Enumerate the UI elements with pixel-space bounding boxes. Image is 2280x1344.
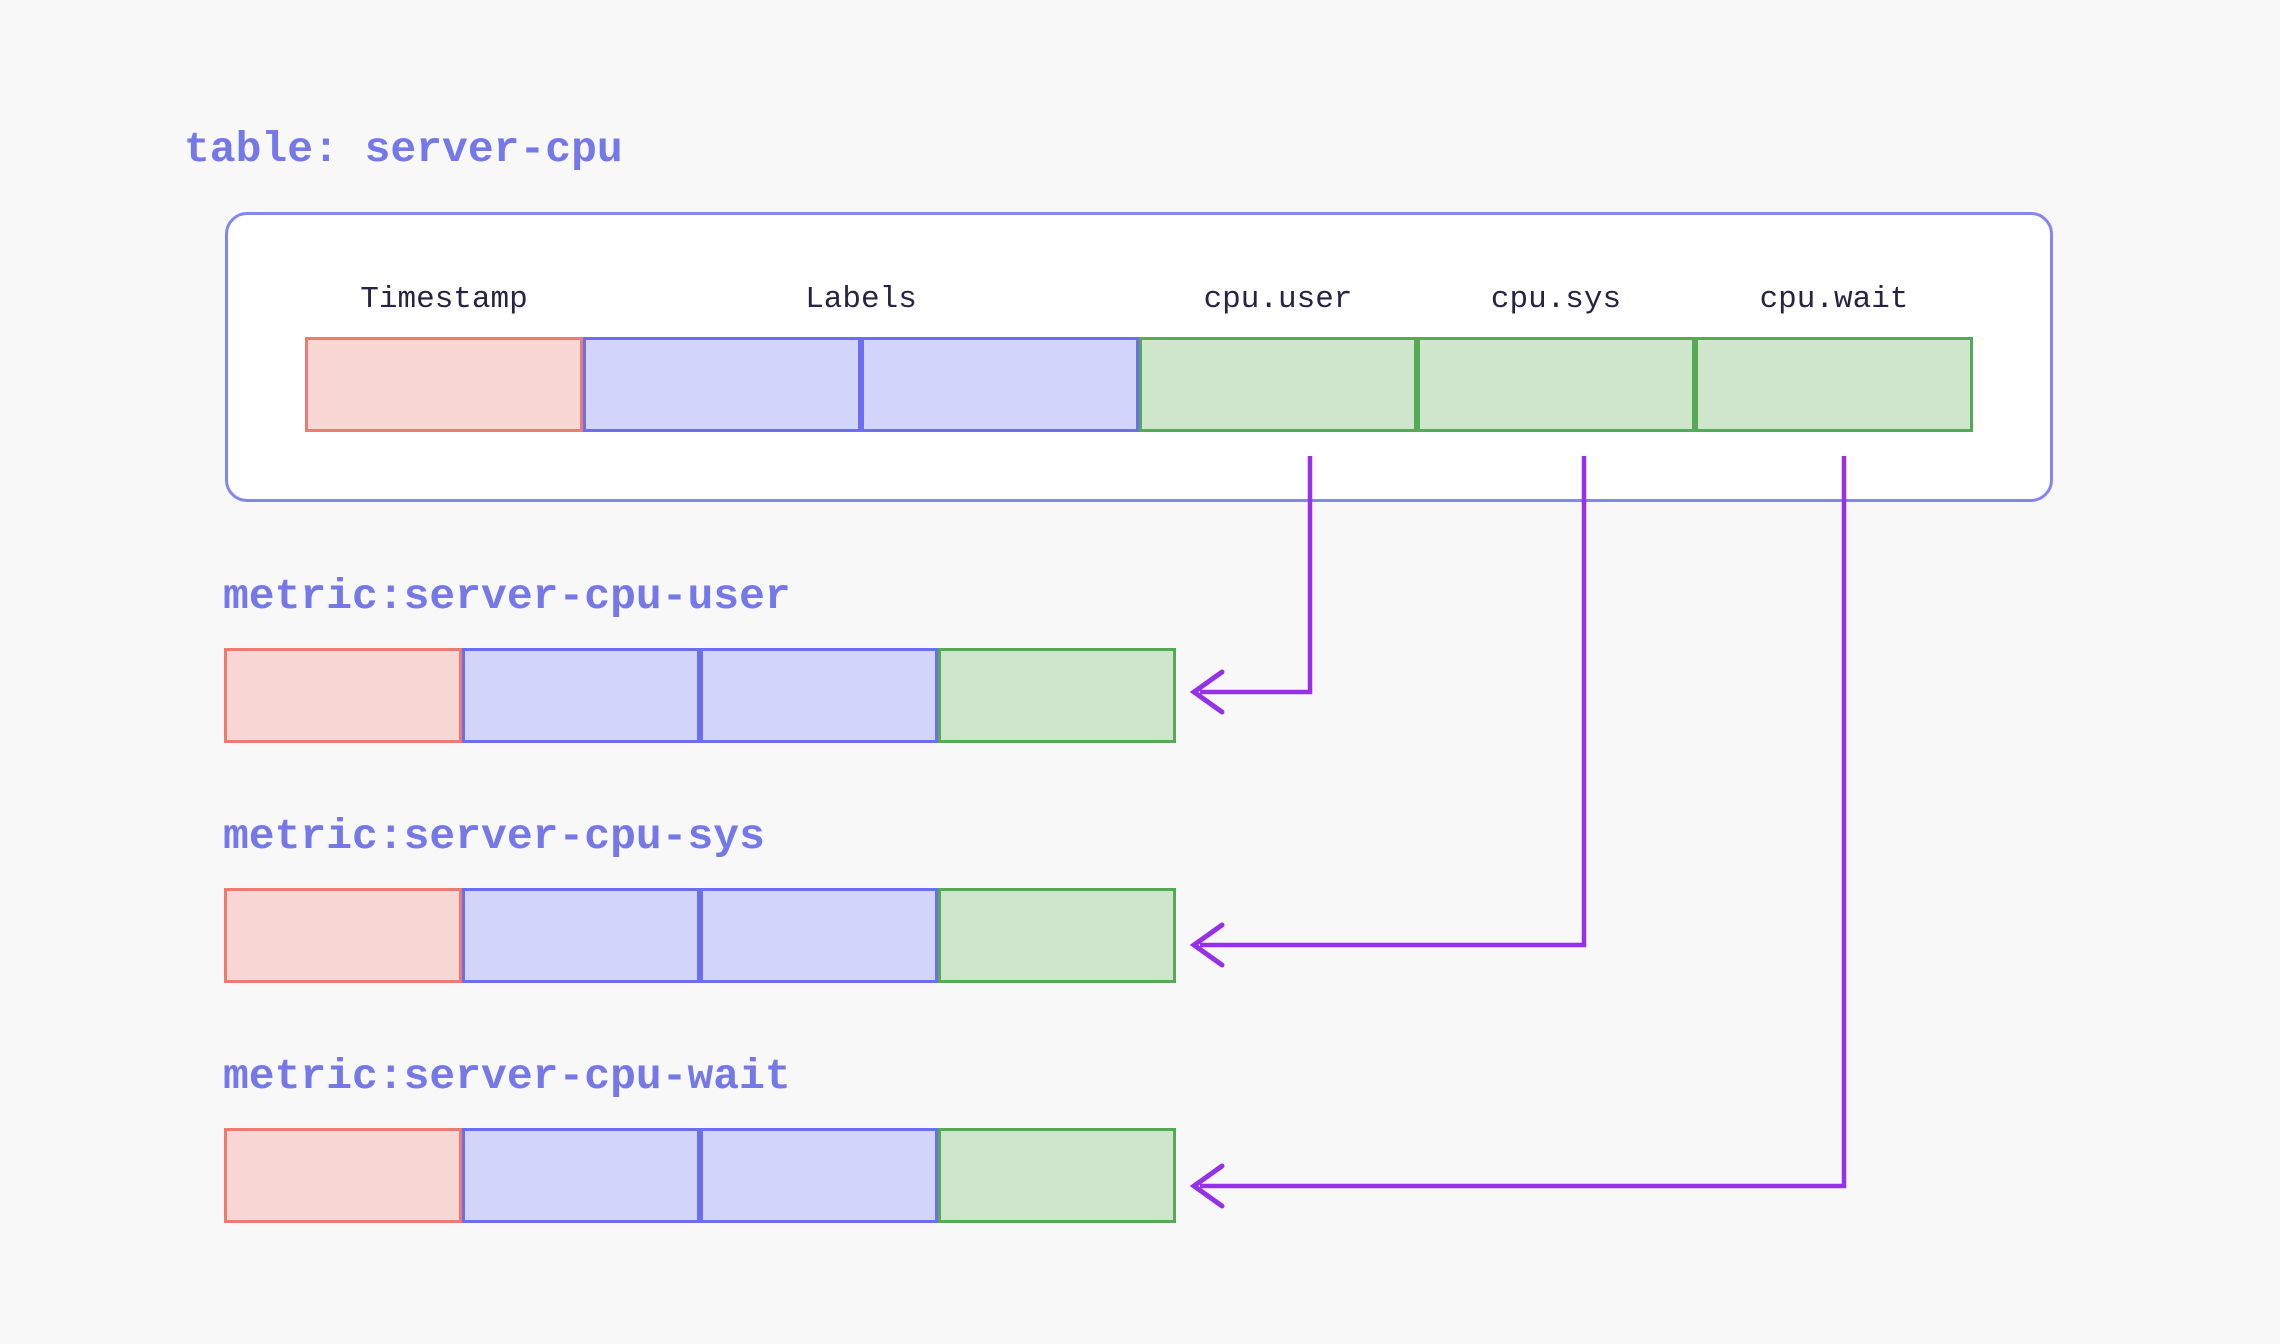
column-header-cpu-wait: cpu.wait — [1759, 282, 1909, 317]
value-cell — [938, 888, 1176, 983]
arrowhead-cpu-sys — [1189, 922, 1225, 968]
timestamp-cell — [224, 648, 462, 743]
metric-title-user: metric:server-cpu-user — [223, 572, 791, 621]
column-header-cpu-user: cpu.user — [1203, 282, 1353, 317]
labels-cell — [462, 1128, 700, 1223]
value-cell-cpu-wait — [1695, 337, 1973, 432]
arrow-cpu-wait-to-metric-wait — [1200, 456, 1847, 1189]
labels-cell — [700, 648, 938, 743]
arrowhead-cpu-user — [1189, 669, 1225, 715]
labels-cell — [700, 888, 938, 983]
labels-cell — [462, 648, 700, 743]
value-cell — [938, 648, 1176, 743]
metric-row-user — [224, 648, 1176, 743]
timestamp-cell — [224, 1128, 462, 1223]
labels-cell — [462, 888, 700, 983]
table-row — [305, 337, 1973, 432]
arrowhead-cpu-wait — [1189, 1163, 1225, 1209]
metric-title-sys: metric:server-cpu-sys — [223, 812, 765, 861]
value-cell-cpu-user — [1139, 337, 1417, 432]
metric-title-wait: metric:server-cpu-wait — [223, 1052, 791, 1101]
table-title: table: server-cpu — [184, 125, 623, 174]
value-cell — [938, 1128, 1176, 1223]
column-header-labels: Labels — [805, 282, 917, 317]
arrow-cpu-sys-to-metric-sys — [1200, 456, 1587, 948]
value-cell-cpu-sys — [1417, 337, 1695, 432]
metric-row-wait — [224, 1128, 1176, 1223]
timestamp-cell — [224, 888, 462, 983]
labels-cell — [700, 1128, 938, 1223]
timestamp-cell — [305, 337, 583, 432]
labels-cell — [583, 337, 861, 432]
labels-cell — [861, 337, 1139, 432]
column-header-cpu-sys: cpu.sys — [1490, 282, 1622, 317]
metric-row-sys — [224, 888, 1176, 983]
column-header-timestamp: Timestamp — [360, 282, 528, 317]
